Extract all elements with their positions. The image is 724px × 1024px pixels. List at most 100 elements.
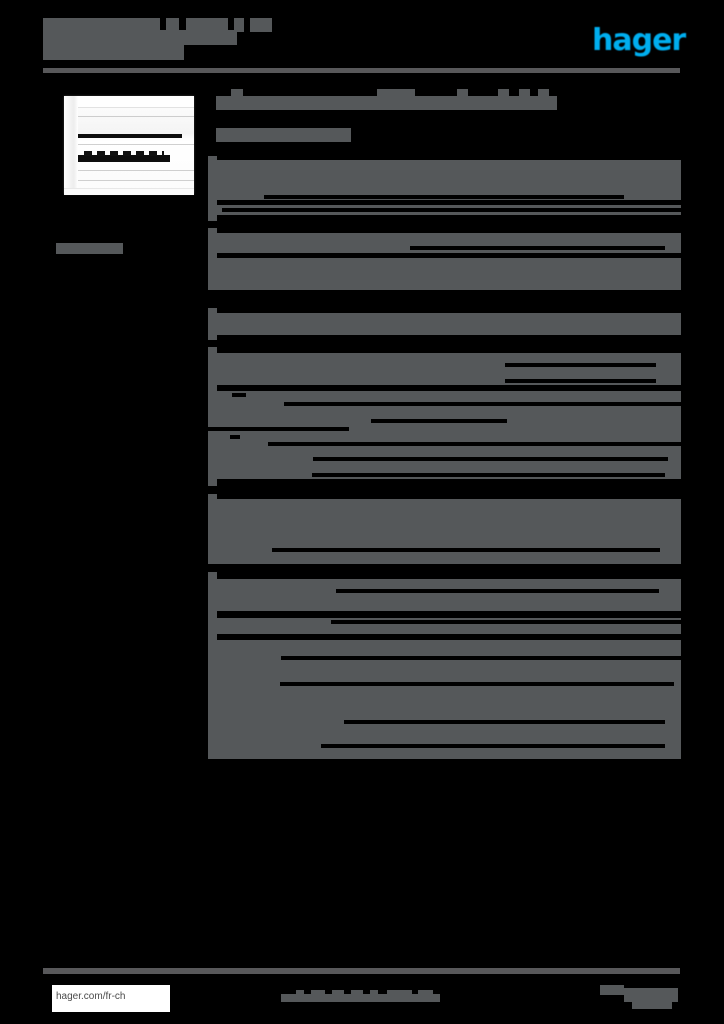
table-row [208,253,217,258]
hager-logo: hager [592,23,686,58]
table-row [208,377,681,385]
table-row [208,626,681,634]
table-row [208,308,217,313]
table-row [208,750,681,759]
title-text-block [186,18,228,32]
table-row [208,391,681,399]
product-left-rail [64,96,78,194]
table-row [208,662,681,670]
table-row [208,448,681,455]
table-cell-gap [284,402,681,406]
table-row [208,710,681,718]
table-row [208,726,681,734]
product-din-slot-upper [78,134,182,138]
table-row [208,200,217,205]
table-cell-gap [371,419,507,423]
section-heading-block [519,89,530,96]
table-cell-gap [312,473,665,477]
table-row [208,463,681,471]
section-heading-block [457,89,468,96]
table-cell-gap [230,435,240,439]
table-row [208,494,217,499]
table-cell-gap [280,682,674,686]
table-row [208,688,681,696]
title-text-block [43,30,237,45]
title-text-block [43,44,184,60]
table-cell-gap [331,620,681,624]
title-text-block [250,18,272,32]
table-row [208,215,217,221]
table-row [208,572,217,579]
table-row [208,160,681,193]
table-cell-gap [268,442,681,446]
table-row [208,499,681,546]
table-row [208,347,217,353]
table-cell-gap [281,656,681,660]
table-row [208,228,217,233]
table-row [208,258,681,290]
table-row [208,603,681,611]
footer-right-block [600,985,624,995]
header-divider [43,68,680,73]
table-cell-gap [505,363,656,367]
table-row [208,670,681,680]
table-row [208,425,681,433]
section-heading-block [216,96,557,110]
table-row [208,233,681,243]
table-cell-gap [321,744,665,748]
table-row [208,554,681,564]
table-row [208,433,681,440]
table-row [208,409,681,417]
sidebar-caption-block [56,243,123,254]
title-text-block [234,18,244,32]
table-cell-gap [313,457,668,461]
product-photo [56,92,201,202]
table-cell-gap [272,548,660,552]
section-heading-block [538,89,549,96]
table-row [208,385,217,391]
section-heading-block [231,89,243,96]
table-row [208,696,681,710]
footer-right-block [624,988,678,1002]
table-cell-gap [208,427,349,431]
title-text-block [166,18,179,32]
table-row [208,595,681,603]
product-top-edge [64,96,194,108]
table-row [208,640,681,654]
table-row [208,156,217,160]
table-row [208,579,681,587]
table-cell-gap [336,589,659,593]
table-row [208,335,217,340]
product-terminal-teeth [84,151,164,156]
product-bottom-edge [64,188,194,195]
table-cell-gap [344,720,665,724]
table-row [208,611,217,618]
product-seam-2 [78,144,194,145]
section-heading-block [377,89,415,96]
table-row [208,734,681,742]
product-body [64,96,194,194]
table-row [208,313,681,335]
table-row [208,369,681,377]
table-cell-gap [232,393,246,397]
table-row [208,353,681,361]
product-seam-4 [78,180,194,181]
product-seam-3 [78,170,194,171]
table-cell-gap [505,379,656,383]
table-cell-gap [264,195,624,199]
table-row [208,479,217,486]
footer-center-block [281,994,440,1002]
section-heading-block [216,128,351,142]
footer-right-block [632,1002,672,1009]
table-row [208,634,217,640]
product-seam-1 [78,116,194,117]
table-cell-gap [410,246,665,250]
title-text-block [43,18,160,32]
table-cell-gap [222,208,681,212]
section-heading-block [498,89,509,96]
product-din-slot-lower [78,155,170,162]
table-row [208,361,681,369]
footer-divider [43,968,680,974]
footer-url-badge[interactable] [52,985,170,1012]
